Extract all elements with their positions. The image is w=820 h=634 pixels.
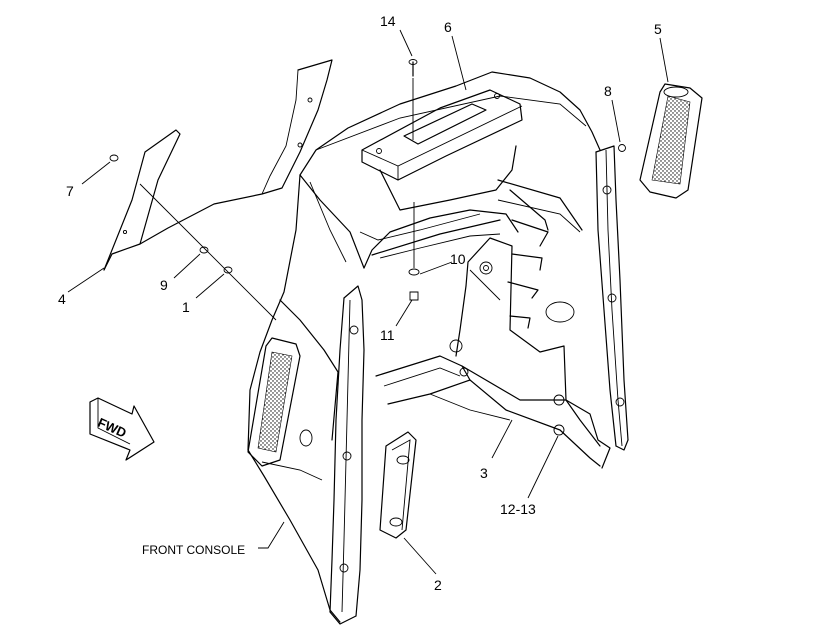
washer-part-9	[199, 246, 209, 254]
leader-lines	[67, 29, 669, 575]
pad-left-console	[247, 337, 301, 467]
callout-3: 3	[480, 465, 488, 481]
callout-9: 9	[160, 277, 168, 293]
top-plate-part-6	[361, 89, 523, 181]
nut-part-1	[223, 266, 233, 274]
callout-1: 1	[182, 299, 190, 315]
callout-6: 6	[444, 19, 452, 35]
strap-part-2	[379, 431, 417, 539]
callout-10: 10	[450, 251, 466, 267]
callout-5: 5	[654, 21, 662, 37]
bolt-part-14	[408, 59, 418, 140]
callout-labels: 1 2 3 4 5 6 7 8 9 10 11 12-13 14	[58, 13, 662, 593]
callout-4: 4	[58, 291, 66, 307]
front-console-body	[247, 71, 629, 625]
washer-part-8	[618, 144, 626, 152]
callout-8: 8	[604, 83, 612, 99]
front-console-label: FRONT CONSOLE	[142, 543, 245, 557]
screw-part-7	[109, 154, 119, 162]
fwd-label: FWD	[96, 415, 129, 441]
callout-2: 2	[434, 577, 442, 593]
callout-14: 14	[380, 13, 396, 29]
fwd-arrow: FWD	[89, 397, 155, 461]
cover-panel-part-4	[103, 59, 333, 271]
nut-part-11	[409, 291, 419, 301]
assembly-line-left	[139, 183, 277, 321]
washer-part-10	[408, 202, 420, 276]
pad-part-5	[639, 83, 703, 199]
callout-11: 11	[380, 327, 395, 343]
callout-7: 7	[66, 183, 74, 199]
callout-12-13: 12-13	[500, 501, 536, 517]
